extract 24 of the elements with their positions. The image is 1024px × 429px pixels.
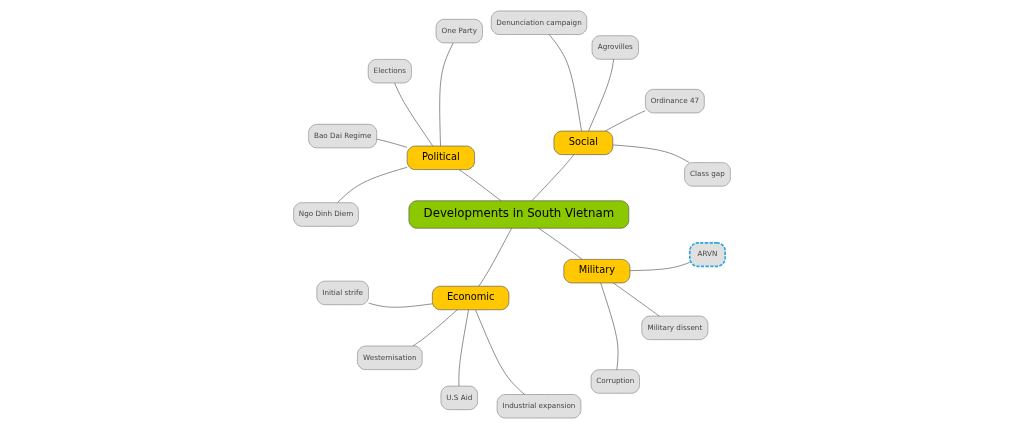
connector — [412, 309, 458, 347]
connector — [394, 82, 433, 147]
node-box: Developments in South Vietnam — [408, 200, 630, 229]
connector — [629, 262, 690, 271]
connector — [458, 309, 469, 387]
node-box: Social — [553, 130, 614, 155]
connector — [531, 154, 575, 201]
node-box: Military — [563, 259, 631, 284]
connector — [600, 282, 619, 370]
connector — [588, 58, 614, 132]
connector — [337, 166, 408, 203]
connector — [612, 144, 690, 163]
connector — [439, 42, 454, 147]
connector — [548, 34, 582, 132]
connector — [478, 227, 512, 287]
node-box: Economic — [432, 285, 510, 311]
connector — [458, 169, 502, 202]
connector — [538, 227, 583, 260]
connector — [605, 110, 646, 132]
connector — [368, 302, 433, 308]
node-box: Political — [406, 145, 475, 170]
connector — [613, 282, 660, 317]
connector — [475, 309, 525, 395]
connector — [376, 138, 408, 148]
